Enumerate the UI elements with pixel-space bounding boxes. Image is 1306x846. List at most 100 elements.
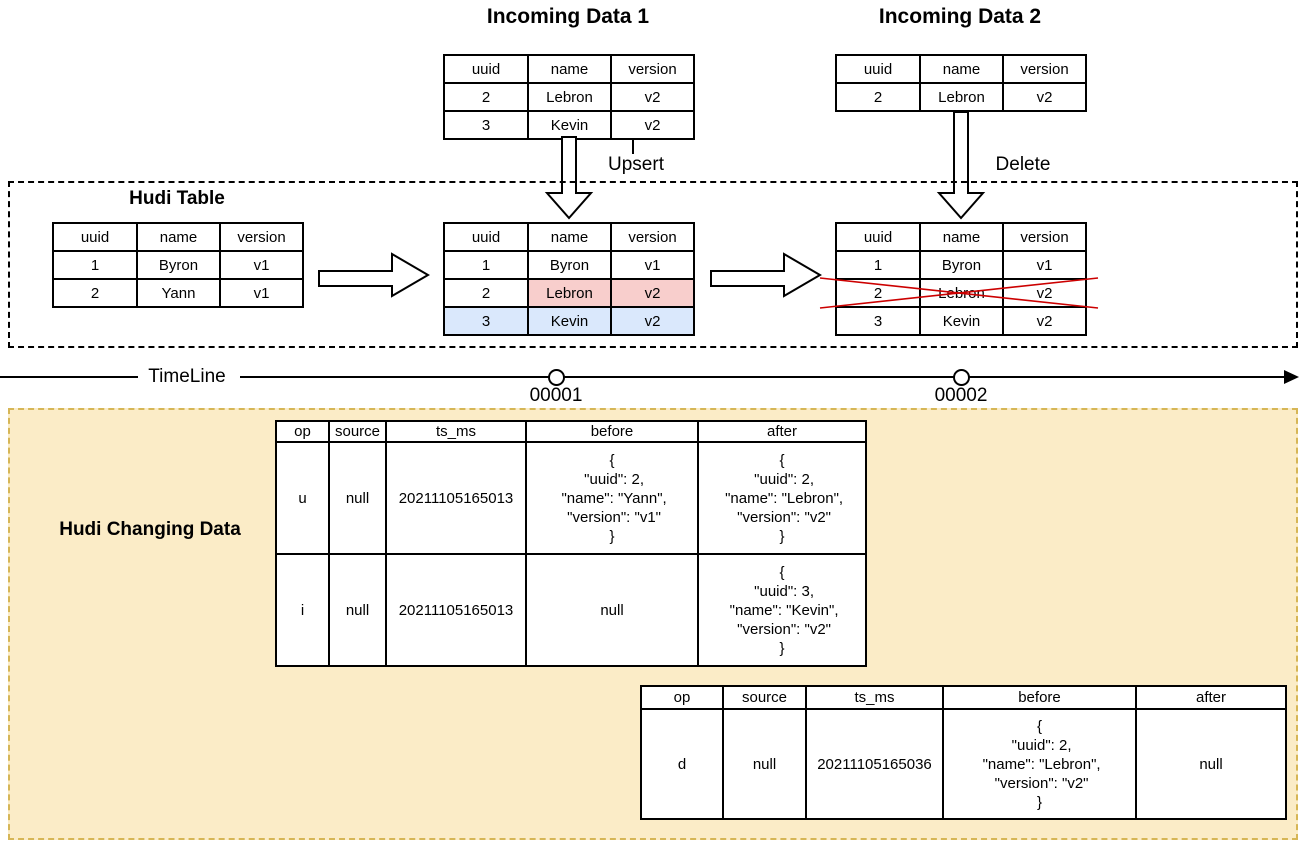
header-after: after <box>1135 685 1287 710</box>
header-version: version <box>1002 222 1087 252</box>
cell-before-json: { "uuid": 2, "name": "Yann", "version": … <box>525 441 699 555</box>
upsert-label: Upsert <box>608 154 664 175</box>
header-uuid: uuid <box>52 222 138 252</box>
cell: 2 <box>52 278 138 308</box>
cell: 2 <box>835 82 921 112</box>
cell: 3 <box>835 306 921 336</box>
cell-op: i <box>275 553 330 667</box>
table-row: 2 Lebron v2 <box>835 82 1087 112</box>
timeline-label: TimeLine <box>148 366 226 387</box>
header-name: name <box>919 222 1004 252</box>
timeline-instant-1-label: 00001 <box>529 385 583 406</box>
incoming-data-1-title: Incoming Data 1 <box>486 5 650 28</box>
header-before: before <box>525 420 699 443</box>
cdc-row-delete: d null 20211105165036 { "uuid": 2, "name… <box>640 708 1287 820</box>
cell-before: null <box>525 553 699 667</box>
header-op: op <box>275 420 330 443</box>
deleted-row-cross-icon <box>819 277 1099 309</box>
cell: Kevin <box>919 306 1004 336</box>
cell: Byron <box>919 250 1004 280</box>
header-name: name <box>919 54 1004 84</box>
table-row: 1 Byron v1 <box>443 250 695 280</box>
table-row-inserted: 3 Kevin v2 <box>443 306 695 336</box>
header-uuid: uuid <box>443 222 529 252</box>
cell-ts-ms: 20211105165013 <box>385 553 527 667</box>
table-row-deleted: 2 Lebron v2 <box>835 278 1087 308</box>
cell-source: null <box>722 708 807 820</box>
cdc-table-commit-1: op source ts_ms before after u null 2021… <box>275 420 867 667</box>
cell-updated: v2 <box>610 278 695 308</box>
cell-inserted: Kevin <box>527 306 612 336</box>
header-version: version <box>219 222 304 252</box>
upsert-label-leader-line <box>632 138 634 154</box>
header-name: name <box>527 54 612 84</box>
cell-after-json: { "uuid": 2, "name": "Lebron", "version"… <box>697 441 867 555</box>
cell: 2 <box>443 278 529 308</box>
delete-arrow-icon <box>936 111 986 220</box>
table-row: 3 Kevin v2 <box>835 306 1087 336</box>
header-version: version <box>610 54 695 84</box>
hudi-table-after-delete: uuid name version 1 Byron v1 2 Lebron v2… <box>835 222 1087 336</box>
cell: Byron <box>527 250 612 280</box>
incoming-data-2-table: uuid name version 2 Lebron v2 <box>835 54 1087 112</box>
cell-op: d <box>640 708 724 820</box>
header-source: source <box>722 685 807 710</box>
cdc-row-insert: i null 20211105165013 null { "uuid": 3, … <box>275 553 867 667</box>
cell: 1 <box>443 250 529 280</box>
delete-label: Delete <box>995 154 1051 175</box>
cell: 1 <box>52 250 138 280</box>
hudi-changing-data-label: Hudi Changing Data <box>59 519 241 540</box>
table-row: 2 Yann v1 <box>52 278 304 308</box>
cdc-table-commit-2: op source ts_ms before after d null 2021… <box>640 685 1287 820</box>
cell: Byron <box>136 250 221 280</box>
incoming-data-2-title: Incoming Data 2 <box>878 5 1042 28</box>
cell: v2 <box>1002 82 1087 112</box>
table-header-row: uuid name version <box>52 222 304 252</box>
header-after: after <box>697 420 867 443</box>
cell: Lebron <box>919 82 1004 112</box>
cell: 3 <box>443 110 529 140</box>
transition-arrow-icon <box>710 252 822 298</box>
timeline-instant-marker-1 <box>548 369 565 386</box>
timeline-instant-marker-2 <box>953 369 970 386</box>
cell-after: null <box>1135 708 1287 820</box>
cell: v1 <box>219 250 304 280</box>
table-row: 2 Lebron v2 <box>443 82 695 112</box>
table-header-row: op source ts_ms before after <box>275 420 867 443</box>
cell: v1 <box>219 278 304 308</box>
table-header-row: uuid name version <box>443 54 695 84</box>
cell: Kevin <box>527 110 612 140</box>
table-header-row: op source ts_ms before after <box>640 685 1287 710</box>
header-uuid: uuid <box>443 54 529 84</box>
header-ts-ms: ts_ms <box>385 420 527 443</box>
cell-before-json: { "uuid": 2, "name": "Lebron", "version"… <box>942 708 1137 820</box>
hudi-table-label: Hudi Table <box>129 188 225 209</box>
table-row: 1 Byron v1 <box>52 250 304 280</box>
header-op: op <box>640 685 724 710</box>
cell-inserted: v2 <box>610 306 695 336</box>
cell: Yann <box>136 278 221 308</box>
table-row: 1 Byron v1 <box>835 250 1087 280</box>
cell-op: u <box>275 441 330 555</box>
cell-source: null <box>328 441 387 555</box>
cell: v2 <box>610 110 695 140</box>
timeline-axis <box>240 376 1286 378</box>
incoming-data-1-table: uuid name version 2 Lebron v2 3 Kevin v2 <box>443 54 695 140</box>
header-name: name <box>136 222 221 252</box>
cell: v1 <box>610 250 695 280</box>
cdc-row-update: u null 20211105165013 { "uuid": 2, "name… <box>275 441 867 555</box>
table-row-updated: 2 Lebron v2 <box>443 278 695 308</box>
cell: v2 <box>610 82 695 112</box>
table-row: 3 Kevin v2 <box>443 110 695 140</box>
header-source: source <box>328 420 387 443</box>
hudi-table-after-upsert: uuid name version 1 Byron v1 2 Lebron v2… <box>443 222 695 336</box>
header-version: version <box>1002 54 1087 84</box>
timeline-instant-2-label: 00002 <box>934 385 988 406</box>
cell: 1 <box>835 250 921 280</box>
cell: Lebron <box>527 82 612 112</box>
header-uuid: uuid <box>835 222 921 252</box>
transition-arrow-icon <box>318 252 430 298</box>
cell-updated: Lebron <box>527 278 612 308</box>
hudi-table-group-box <box>8 181 1298 348</box>
